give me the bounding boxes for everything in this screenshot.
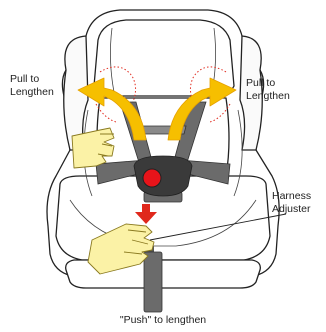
label-line: Pull to	[10, 73, 54, 86]
buckle-button	[143, 169, 161, 187]
push-to-lengthen-caption: "Push" to lengthen	[0, 314, 326, 327]
label-line: Lengthen	[246, 90, 290, 103]
label-line: Adjuster	[272, 203, 311, 216]
label-line: Pull to	[246, 77, 290, 90]
pull-to-lengthen-right-label: Pull to Lengthen	[246, 77, 290, 103]
label-line: Lengthen	[10, 86, 54, 99]
pull-to-lengthen-left-label: Pull to Lengthen	[10, 73, 54, 99]
buckle	[134, 156, 192, 196]
label-line: Harness	[272, 190, 311, 203]
harness-adjuster-label: Harness Adjuster	[272, 190, 311, 216]
